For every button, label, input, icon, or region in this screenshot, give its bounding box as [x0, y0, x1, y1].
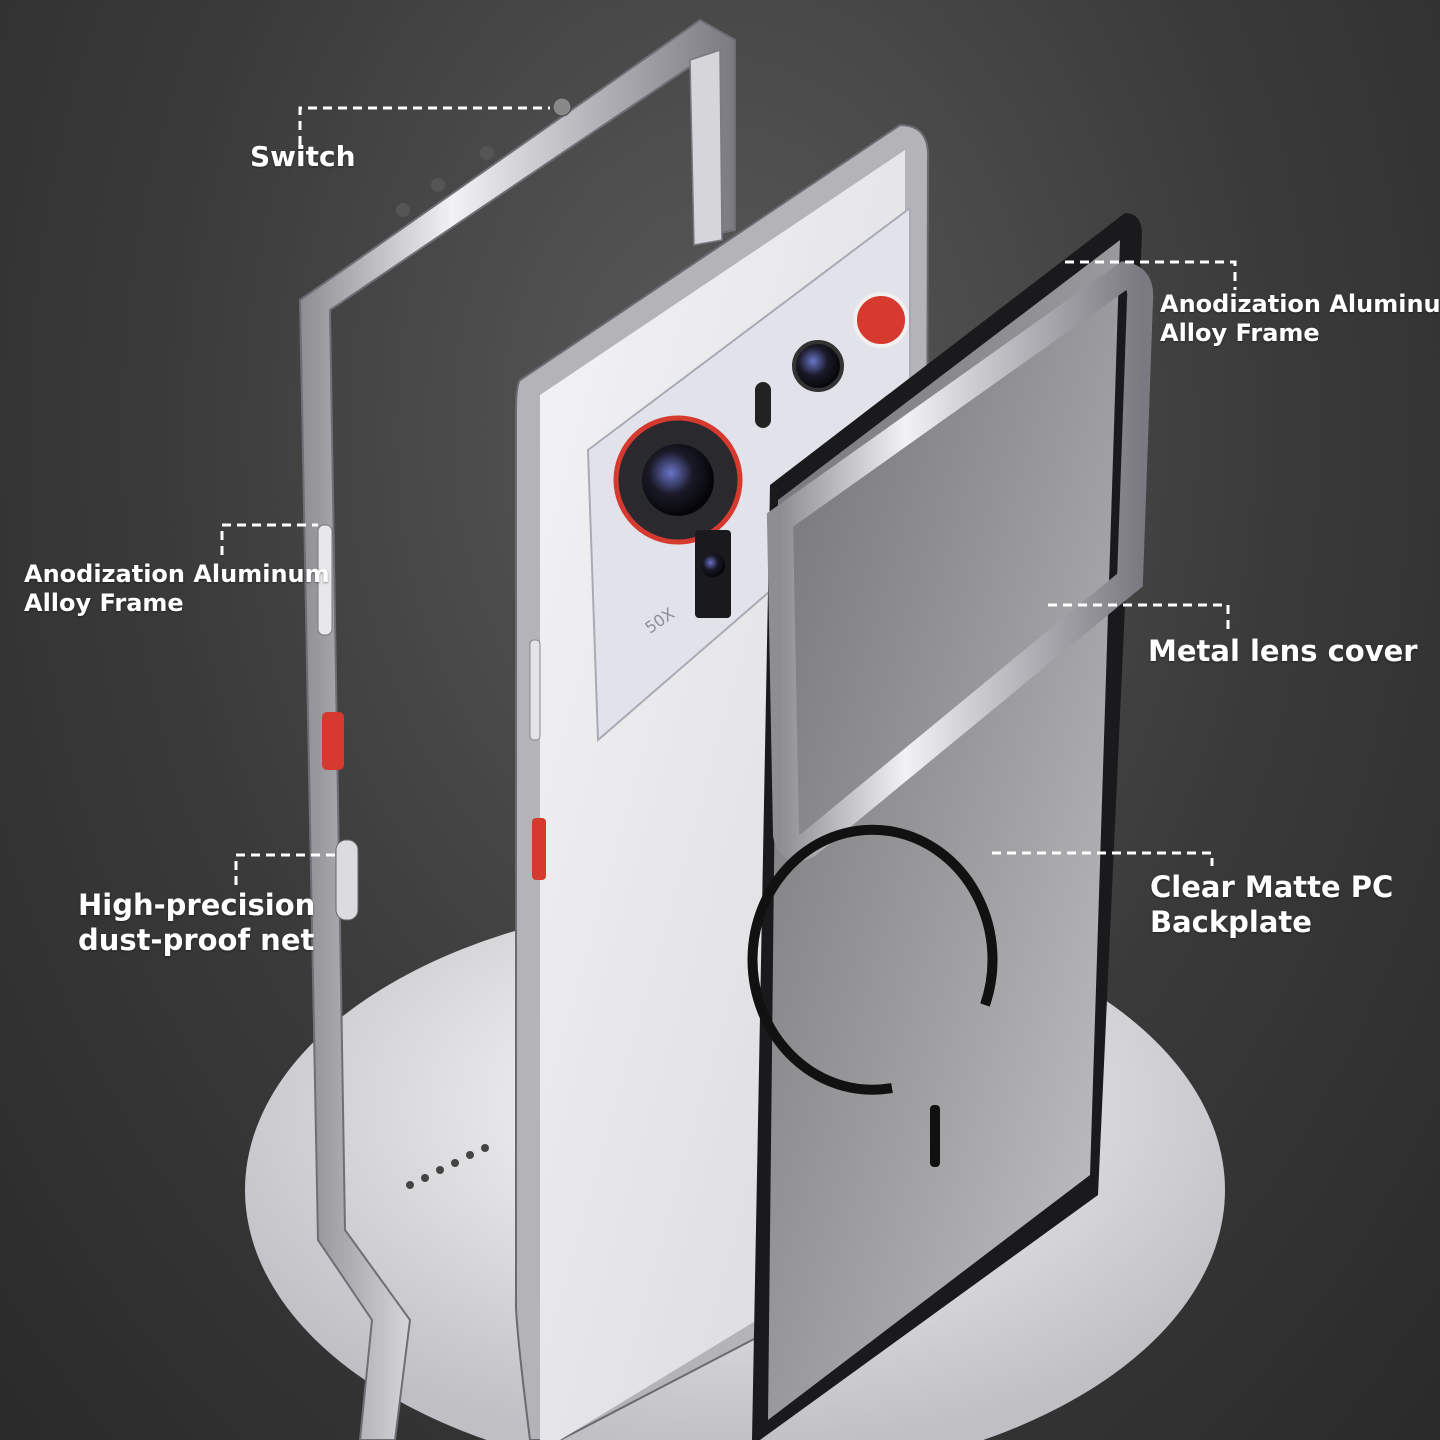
frame-left-label-line-2: Alloy Frame: [24, 588, 184, 617]
magsafe-alignment-bar: [930, 1105, 940, 1167]
secondary-camera-lens: [792, 340, 844, 392]
main-camera-lens: [642, 444, 714, 516]
dust-proof-net: [335, 839, 359, 921]
frame-left-label-line-1: Anodization Aluminum: [24, 560, 330, 588]
switch-label: Switch: [250, 140, 356, 173]
frame-left-leader: [220, 523, 318, 555]
backplate-leader: [992, 851, 1214, 866]
dust-net-label-line-1: High-precision: [78, 888, 316, 922]
switch-leader: [298, 106, 550, 145]
frame-hole: [396, 203, 410, 217]
frame-right-leader: [1065, 260, 1237, 290]
backplate-label-line-1: Clear Matte PC: [1150, 870, 1394, 904]
frame-right-label: Anodization Aluminum Alloy Frame: [1160, 290, 1440, 348]
red-side-button: [532, 818, 546, 880]
button-cutout: [317, 524, 333, 636]
flash: [755, 382, 771, 428]
frame-right-label-line-1: Anodization Aluminum: [1160, 290, 1440, 318]
metal-lens-cover: [766, 261, 1154, 862]
frame-hole: [480, 146, 494, 160]
frame-right-label-line-2: Alloy Frame: [1160, 318, 1320, 347]
frame-left-label: Anodization Aluminum Alloy Frame: [24, 560, 330, 618]
red-badge: [853, 292, 909, 348]
backplate-label-line-2: Backplate: [1150, 904, 1312, 939]
dust-net-label: High-precision dust-proof net: [78, 888, 315, 958]
dust-net-leader: [234, 853, 336, 885]
pc-backplate: [747, 213, 1154, 1440]
dust-net-label-line-2: dust-proof net: [78, 922, 315, 957]
callout-lines: [220, 106, 1237, 885]
magsafe-ring: [747, 824, 998, 1095]
switch-knob: [552, 97, 572, 117]
port-grille: [406, 1144, 489, 1189]
red-power-button: [322, 712, 344, 770]
frame-hole: [431, 178, 445, 192]
side-button: [529, 639, 541, 741]
aluminum-frame: [298, 18, 736, 1440]
lens-cover-label: Metal lens cover: [1148, 634, 1418, 668]
backplate-label: Clear Matte PC Backplate: [1150, 870, 1393, 940]
lens-cover-leader: [1048, 603, 1230, 630]
